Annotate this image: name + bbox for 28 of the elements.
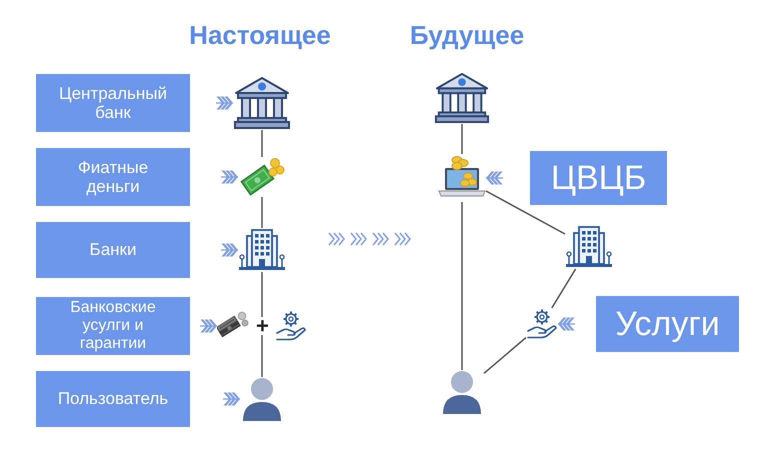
term-box: Центральный банк: [36, 74, 190, 132]
office-building-icon: [565, 225, 613, 269]
cash-icon: [238, 157, 286, 197]
column-heading: Настоящее: [189, 20, 331, 50]
plus-sign: +: [256, 317, 268, 335]
connector-line: [261, 130, 263, 157]
connector-line: [261, 272, 263, 317]
connector-line: [486, 190, 566, 235]
connector-line: [551, 268, 576, 308]
term-box: Фиатные деньги: [36, 148, 190, 206]
connector-line: [484, 337, 526, 374]
bank-icon: [434, 72, 490, 124]
connector-line: [461, 202, 463, 370]
term-box: Пользователь: [36, 371, 190, 427]
connector-line: [461, 124, 463, 154]
term-box: Банки: [36, 222, 190, 278]
column-heading: Будущее: [410, 20, 524, 50]
term-box: Услуги: [596, 296, 739, 352]
hand-gear-icon: [526, 308, 558, 340]
hand-gear-icon: [275, 310, 307, 342]
office-building-icon: [238, 228, 286, 272]
bank-icon: [233, 76, 291, 130]
user-icon: [240, 377, 284, 421]
connector-line: [261, 197, 263, 228]
term-box: Банковские усулги и гарантии: [36, 297, 190, 355]
term-box: ЦВЦБ: [530, 151, 667, 205]
connector-line: [261, 335, 263, 377]
user-icon: [440, 370, 484, 414]
